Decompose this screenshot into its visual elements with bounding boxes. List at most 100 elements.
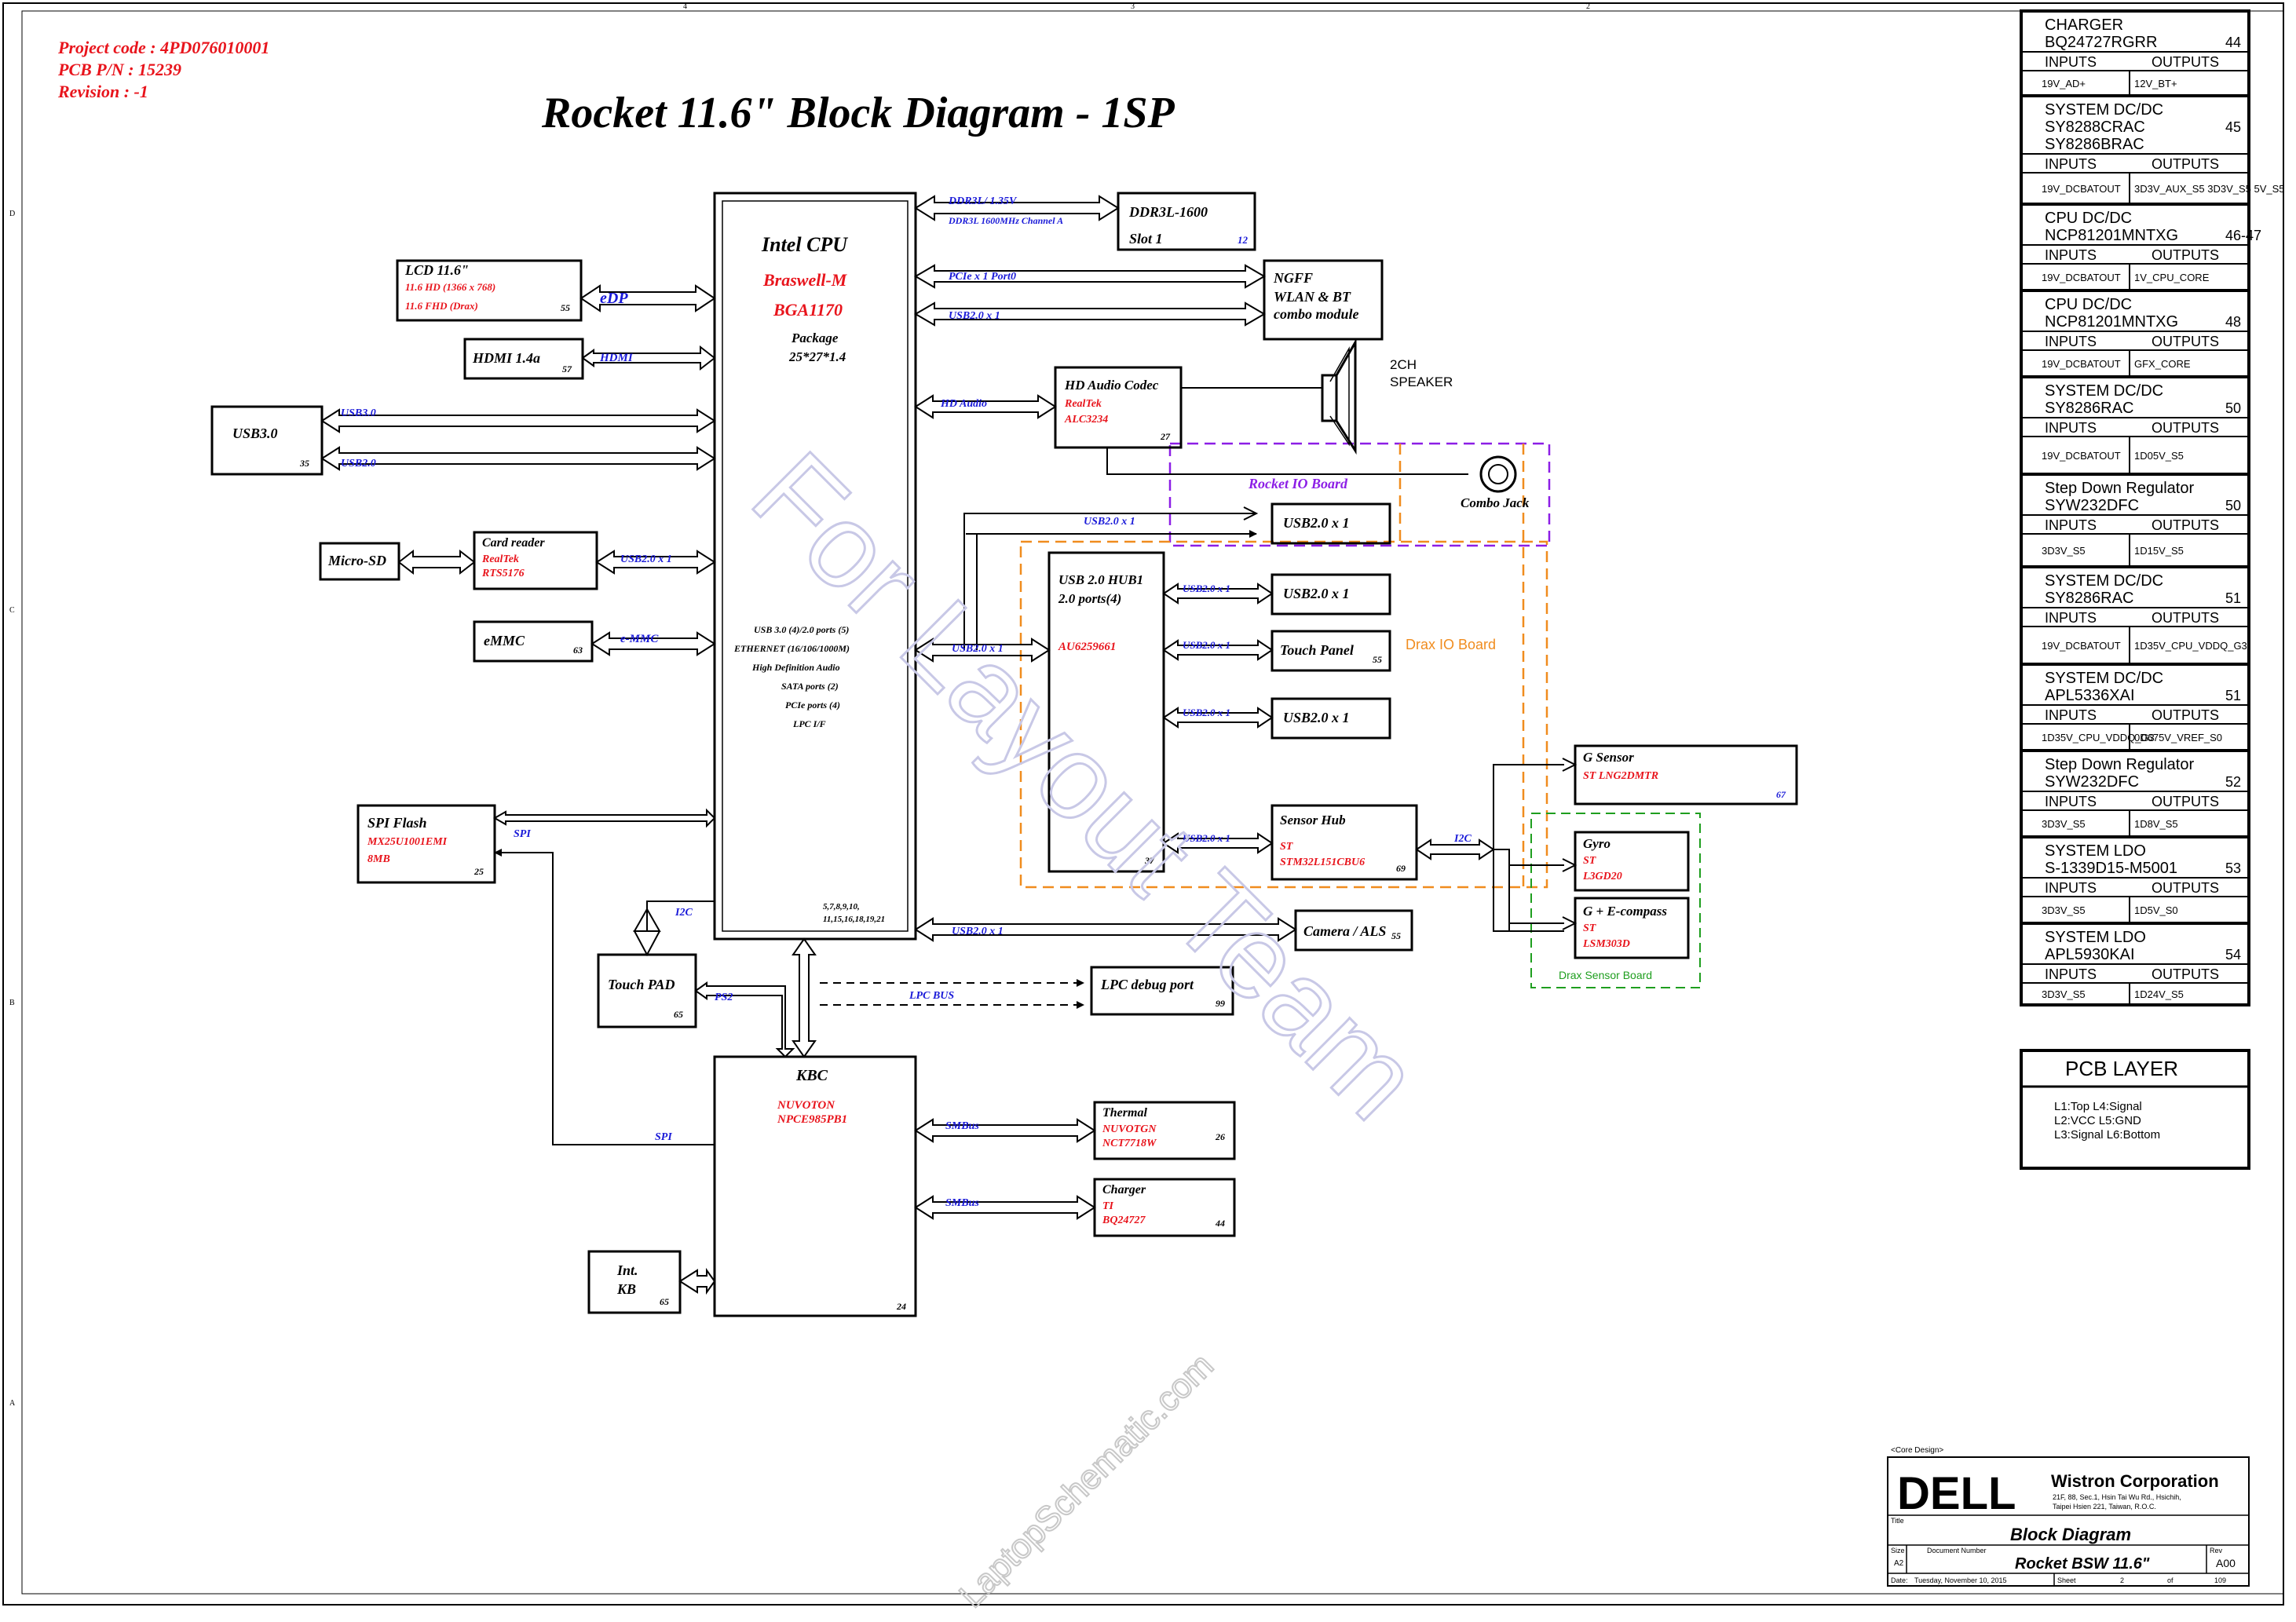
usb20-bus-arrow [320,446,716,471]
power-table-input: 19V_AD+ [2042,78,2086,90]
hdmi-name: HDMI 1.4a [472,350,540,366]
company-name: Wistron Corporation [2051,1471,2219,1491]
cpu-pages: 11,15,16,18,19,21 [823,915,885,924]
bus-label: PS2 [715,992,733,1003]
charger-part: BQ24727 [1102,1215,1146,1226]
sheet-value: 2 [2120,1576,2124,1584]
power-table-input: 19V_DCBATOUT [2042,358,2121,370]
power-table-title: SYSTEM LDO [2045,842,2146,860]
power-table-part: SY8286RAC [2045,400,2133,417]
power-table-outputs-label: OUTPUTS [2152,54,2219,70]
power-table-inputs-label: INPUTS [2045,420,2097,436]
cpu-feature: High Definition Audio [751,662,840,673]
border-row-label: D [9,210,15,218]
rev-label: Rev [2210,1547,2223,1554]
ecompass-block [1574,897,1690,959]
sensorhub-part: STM32L151CBU6 [1280,857,1365,868]
cpu-feature: USB 3.0 (4)/2.0 ports (5) [754,624,849,635]
spiflash-part: MX25U1001EMI [367,836,448,848]
i2c-sensor-lines [1493,764,1564,931]
sheet-inner-border [21,10,2284,1595]
lpcdebug-page: 99 [1216,998,1225,1009]
power-table-title: Step Down Regulator [2045,480,2194,497]
bus-label: HDMI [599,352,634,364]
cpu-kbc-arrow [792,937,817,1058]
power-table-title: CPU DC/DC [2045,210,2132,227]
power-table-title: SYSTEM DC/DC [2045,382,2163,400]
power-table-part: SY8286RAC [2045,590,2133,607]
intkb-arrow [678,1267,716,1295]
usb-port-block [1270,502,1391,545]
power-table-inputs-label: INPUTS [2045,517,2097,533]
power-table-input: 19V_DCBATOUT [2042,272,2121,283]
power-table-input: 3D3V_S5 [2042,988,2086,1000]
combo-jack-label: Combo Jack [1461,495,1530,510]
power-table-part: SY8288CRAC [2045,119,2145,136]
cpu-inner-border [722,200,909,932]
usbhub-part: AU6259661 [1058,641,1116,653]
audio-name: HD Audio Codec [1064,378,1159,393]
intkb-name: Int. [616,1262,638,1278]
kbc-vendor: NUVOTON [777,1099,835,1112]
hub-port-arrow [1162,832,1274,854]
bus-label: LPC BUS [909,990,954,1002]
emmc-name: eMMC [484,633,525,648]
speaker-label: 2CH [1390,357,1417,372]
gsensor-page: 67 [1776,789,1786,800]
bus-label: HD Audio [940,398,987,410]
power-table-part: BQ24727RGRR [2045,34,2157,51]
camera-page: 55 [1391,930,1401,941]
ecompass-vendor: ST [1583,922,1597,934]
spiflash-page: 25 [473,866,484,877]
hub-port-arrow [1162,583,1274,605]
power-table-outputs-label: OUTPUTS [2152,794,2219,809]
power-table-page: 53 [2225,860,2241,876]
thermal-name: Thermal [1102,1106,1147,1120]
ngff-desc: combo module [1274,306,1359,322]
combo-jack-icon [1479,455,1517,493]
hub-port-arrow [1162,707,1274,729]
hdmi-bus-arrow [581,345,716,371]
cpu-block [713,192,917,941]
thermal-part: NCT7718W [1102,1138,1157,1149]
power-table-part: APL5336XAI [2045,687,2135,704]
sensorhub-vendor: ST [1280,841,1294,853]
ngff-block [1263,259,1384,341]
gyro-name: Gyro [1583,836,1610,851]
power-table-part: SYW232DFC [2045,773,2139,791]
bus-label: USB2.0 x 1 [1183,707,1230,718]
power-table-page: 45 [2225,119,2241,135]
gyro-part: L3GD20 [1582,871,1622,882]
power-table-inputs-label: INPUTS [2045,54,2097,70]
cpu-name: Intel CPU [761,233,848,256]
ddr-slot: Slot 1 [1129,231,1163,247]
kbc-spi-line [494,849,715,1145]
power-table-inputs-label: INPUTS [2045,610,2097,626]
usb3-block [210,405,324,476]
border-col-label: 3 [1131,2,1135,11]
drax-io-region-edge [1398,444,1525,887]
pcb-layer-row: L3:Signal L6:Bottom [2054,1128,2160,1142]
sheet-label: Sheet [2057,1576,2076,1584]
sensorhub-page: 69 [1396,863,1406,874]
gsensor-name: G Sensor [1583,750,1634,765]
bus-label: USB2.0 x 1 [952,643,1004,655]
bus-label: PCIe x 1 Port0 [949,271,1016,283]
intkb-name: KB [616,1281,636,1297]
power-table-title: SYSTEM DC/DC [2045,101,2163,119]
touchpanel-page: 55 [1373,654,1382,665]
cpu-feature: PCIe ports (4) [785,700,840,711]
title-label: Title [1891,1517,1904,1525]
power-table-outputs-label: OUTPUTS [2152,880,2219,896]
usbhub-page: 37 [1144,855,1155,866]
cardreader-block [473,531,598,590]
power-table-output: 1D15V_S5 [2134,545,2184,557]
hub-bus-arrow [914,637,1051,663]
ecompass-name: G + E-compass [1583,904,1667,919]
pcb-layer-row: L2:VCC L5:GND [2054,1114,2141,1127]
pcb-layer-block [2020,1049,2250,1170]
